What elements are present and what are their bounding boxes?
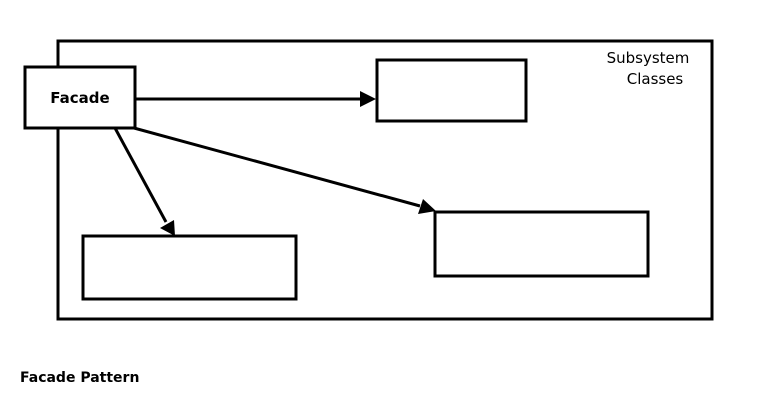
subsystem-label-line2: Classes <box>627 70 684 88</box>
subsystem-label-line1: Subsystem <box>607 49 690 67</box>
subsystem-class-box-top-right <box>375 58 528 123</box>
subsystem-container <box>56 39 714 321</box>
facade-label: Facade <box>50 89 109 107</box>
arrow-facade-to-bottom-left <box>113 127 175 236</box>
diagram-caption: Facade Pattern <box>20 370 140 386</box>
subsystem-class-box-right <box>433 210 650 278</box>
arrow-facade-to-top-right <box>135 91 376 107</box>
facade-box <box>23 65 137 130</box>
subsystem-class-box-bottom-left <box>81 234 298 301</box>
arrow-facade-to-right <box>133 126 436 214</box>
